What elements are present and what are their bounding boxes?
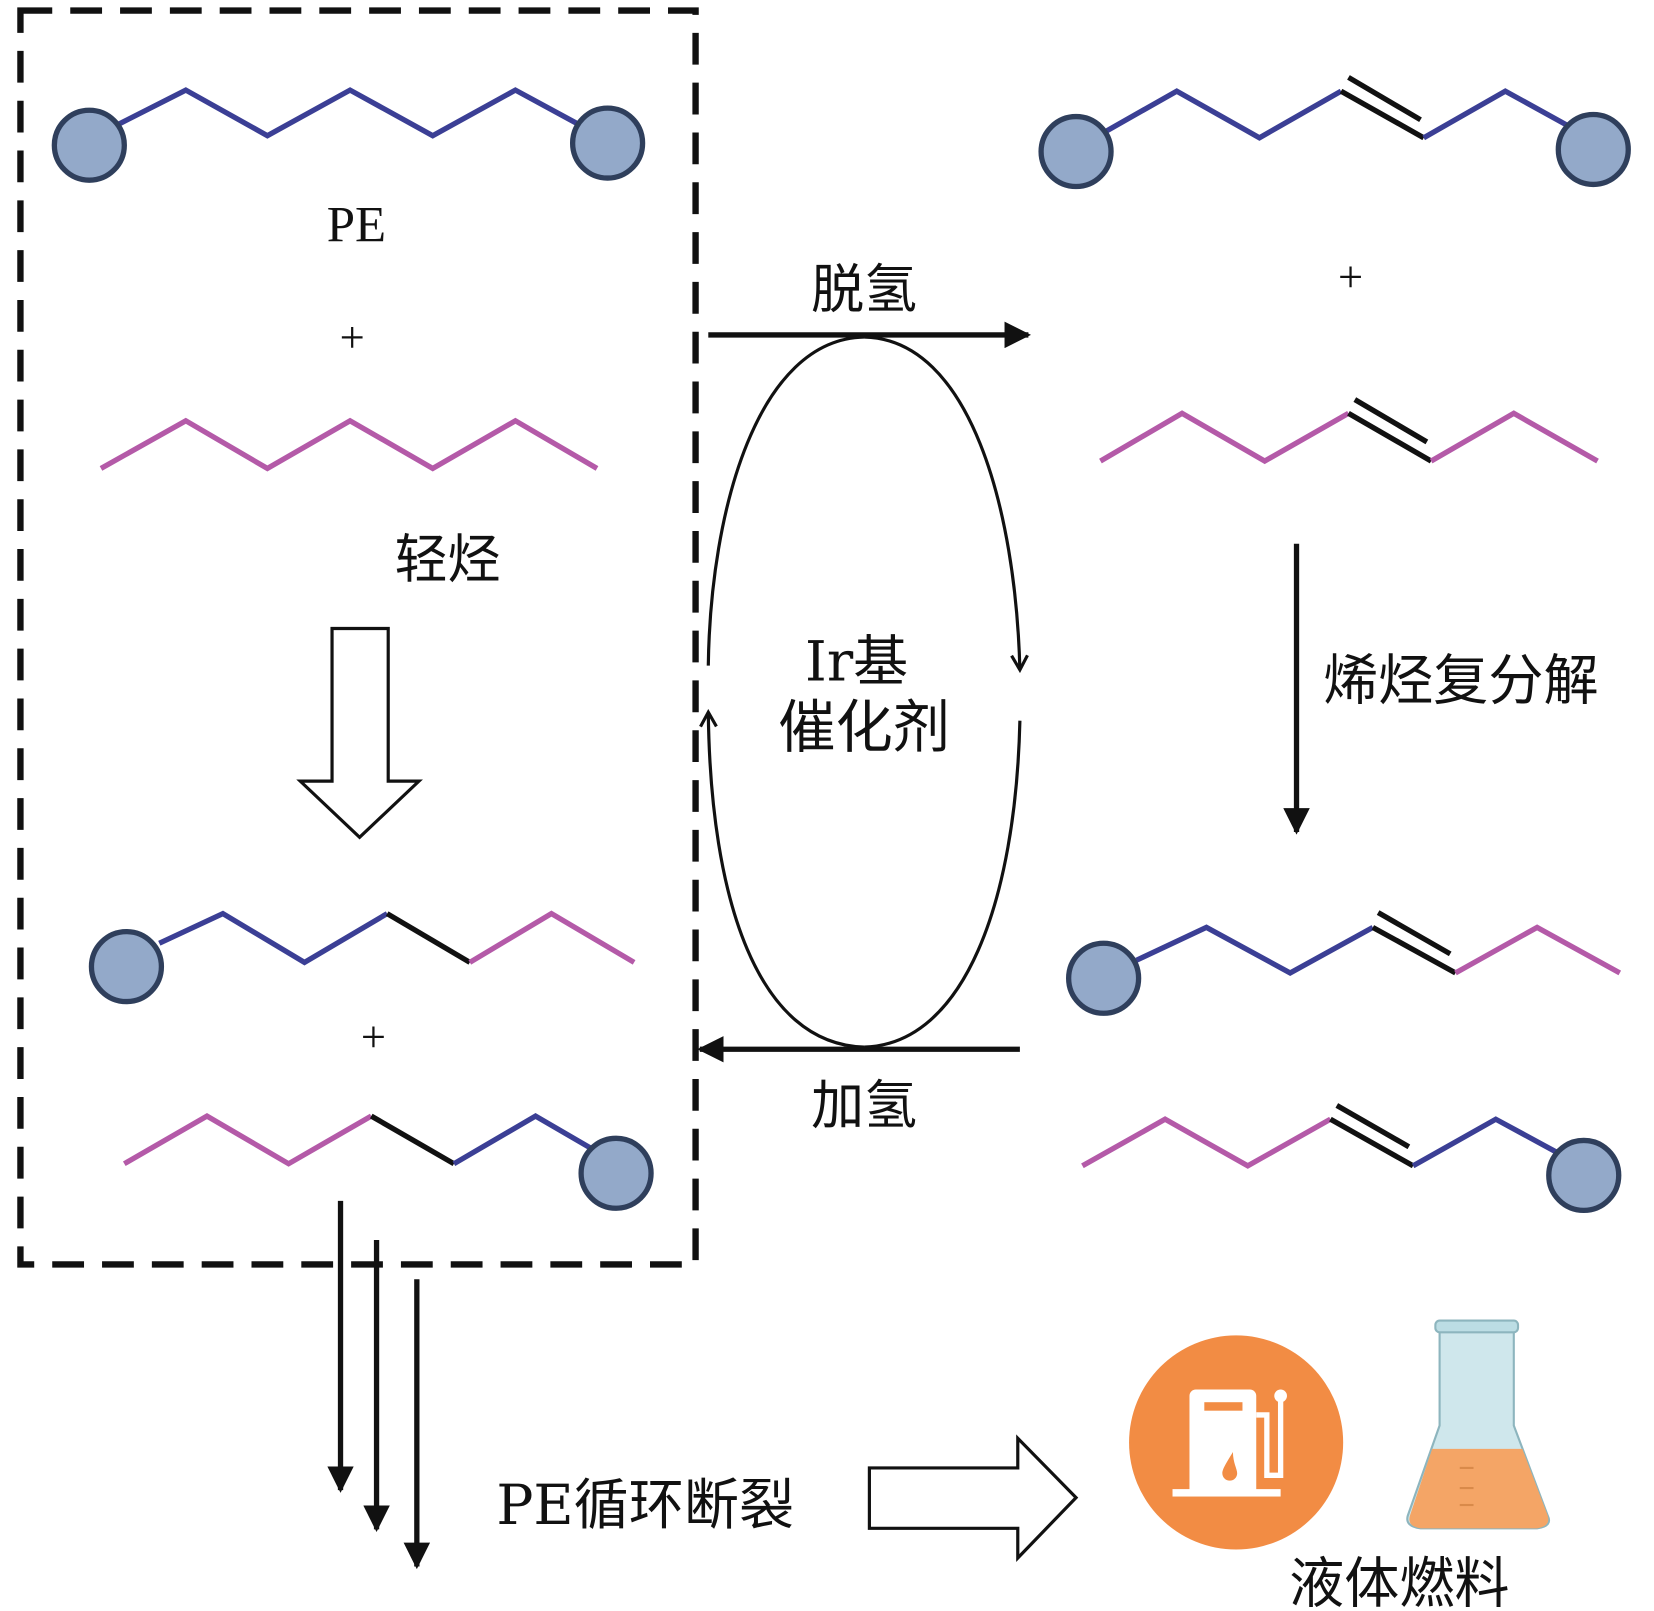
end-bead <box>51 107 127 183</box>
cycle-arc-right-upper <box>864 335 1020 670</box>
olefin-pe-chain <box>1038 75 1631 190</box>
light-alkane-chain <box>99 417 599 472</box>
reaction-box <box>17 7 699 1268</box>
catalyst-label-line1: Ir基 <box>805 629 908 693</box>
metathesis-product-1 <box>1066 910 1622 1016</box>
light-alkane-label: 轻烃 <box>395 530 501 591</box>
mixed-chain-1 <box>88 910 636 1005</box>
olefin-light-chain <box>1099 397 1599 465</box>
plus-sign: + <box>340 312 365 362</box>
end-bead <box>1546 1137 1622 1214</box>
pe-label: PE <box>327 198 386 254</box>
pe-cycle-cleavage-label: PE循环断裂 <box>496 1473 794 1537</box>
end-bead <box>578 1135 654 1211</box>
plus-sign: + <box>361 1011 386 1061</box>
end-bead <box>1555 111 1631 188</box>
end-bead <box>1038 113 1114 190</box>
erlenmeyer-flask-icon <box>1406 1319 1551 1530</box>
hollow-right-arrow <box>867 1434 1079 1562</box>
end-bead <box>569 105 646 181</box>
metathesis-label: 烯烃复分解 <box>1323 649 1599 713</box>
catalyst-label-line2: 催化剂 <box>778 695 950 761</box>
dehydrogenation-label: 脱氢 <box>811 259 917 320</box>
hollow-down-arrow <box>296 626 423 840</box>
cycle-arc-left-lower <box>708 712 865 1049</box>
plus-sign: + <box>1338 251 1363 301</box>
liquid-fuel-label: 液体燃料 <box>1289 1552 1509 1611</box>
end-bead <box>88 928 165 1005</box>
cycle-arc-right-lower <box>864 720 1022 1049</box>
mixed-chain-2 <box>122 1112 654 1211</box>
fuel-pump-icon <box>1129 1335 1344 1550</box>
hydrogenation-label: 加氢 <box>811 1075 917 1136</box>
pe-chain-top-left <box>51 87 646 183</box>
metathesis-product-2 <box>1081 1103 1622 1214</box>
cycle-arc-left-upper <box>706 335 865 666</box>
end-bead <box>1066 940 1142 1016</box>
